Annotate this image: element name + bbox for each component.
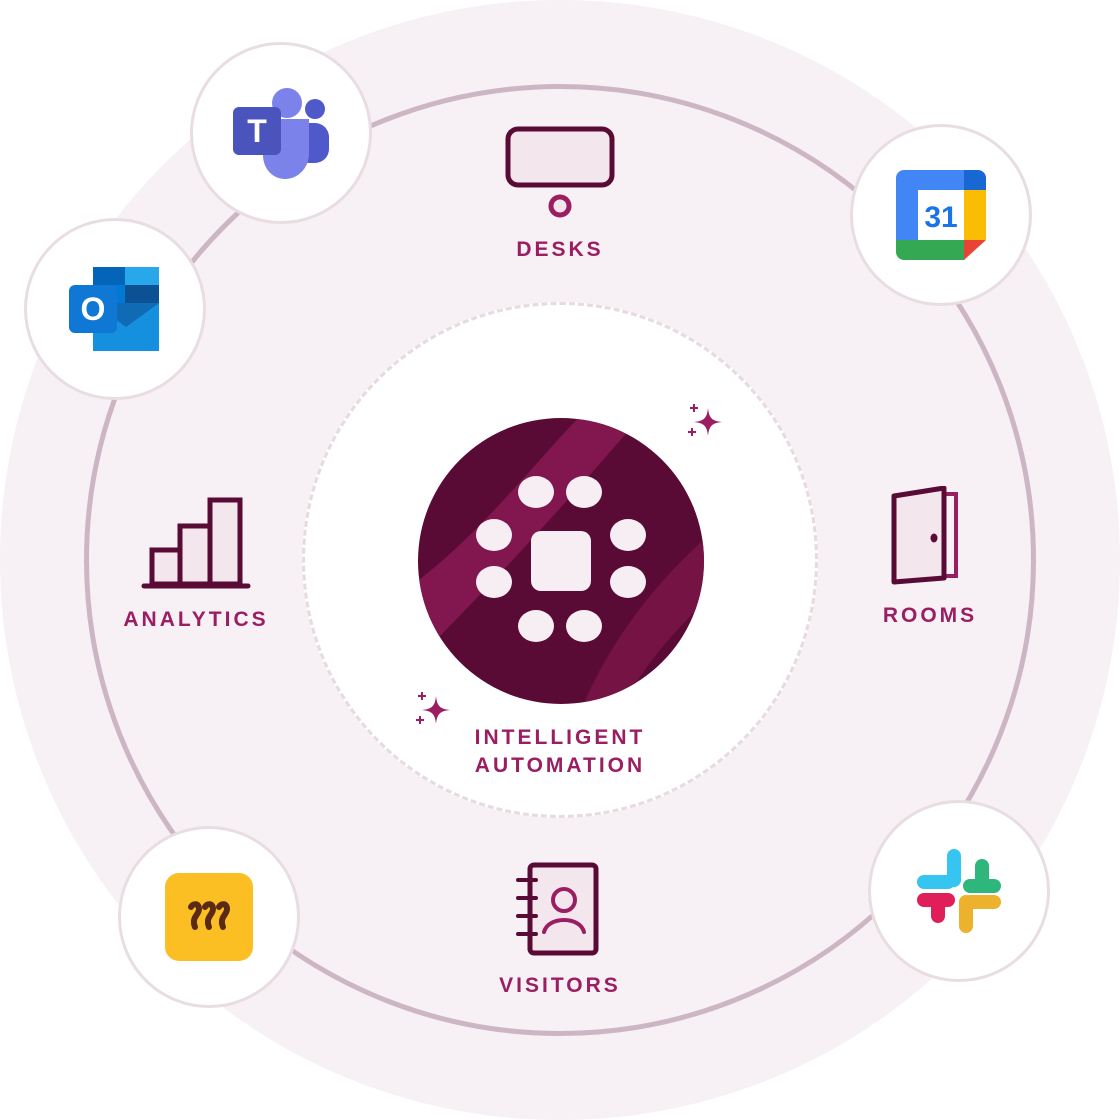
robin-integration[interactable] <box>118 826 300 1008</box>
center-label-line1: INTELLIGENT <box>474 726 646 749</box>
desks-label: DESKS <box>516 238 604 261</box>
teams-integration[interactable]: T <box>190 42 372 224</box>
door-icon <box>891 486 958 585</box>
center-label: INTELLIGENT AUTOMATION <box>460 724 660 780</box>
automation-hub-icon <box>418 418 704 704</box>
center-label-line2: AUTOMATION <box>474 754 646 777</box>
visitor-book-icon <box>516 862 599 956</box>
slack-integration[interactable] <box>868 800 1050 982</box>
teams-letter: T <box>247 113 267 149</box>
microsoft-teams-icon: T <box>233 88 329 179</box>
robin-icon <box>165 873 253 961</box>
outlook-icon: O <box>69 267 159 351</box>
rooms-label: ROOMS <box>882 604 978 627</box>
desk-icon <box>505 126 615 218</box>
sparkle-icon <box>688 404 722 436</box>
outlook-integration[interactable]: O <box>24 218 206 400</box>
outlook-letter: O <box>81 291 106 327</box>
google-calendar-integration[interactable]: 31 <box>850 124 1032 306</box>
slack-icon <box>917 849 1001 933</box>
visitors-label: VISITORS <box>499 974 621 997</box>
analytics-label: ANALYTICS <box>123 608 269 631</box>
calendar-number: 31 <box>924 201 957 234</box>
orbit-ring <box>84 84 1036 1036</box>
bar-chart-icon <box>141 497 251 589</box>
intelligent-automation-core <box>418 418 704 704</box>
sparkle-icon <box>416 692 450 724</box>
google-calendar-icon: 31 <box>896 170 986 260</box>
